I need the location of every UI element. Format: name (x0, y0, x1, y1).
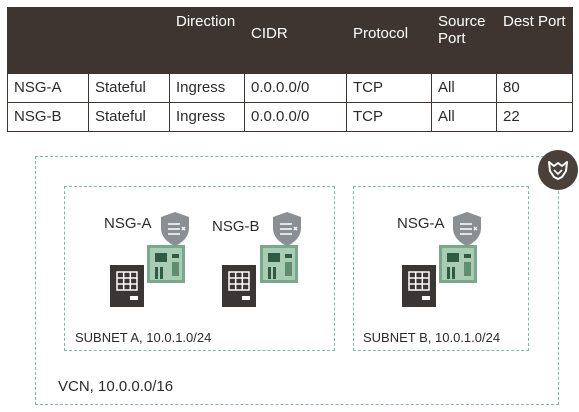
server-icon (402, 265, 436, 307)
network-card-icon (147, 245, 185, 283)
table-row: NSG-A Stateful Ingress 0.0.0.0/0 TCP All… (7, 73, 573, 103)
header-cell (7, 7, 89, 74)
nsg-a-label: NSG-A (104, 215, 152, 232)
table-cell: Ingress (169, 73, 245, 103)
table-cell: Stateful (88, 102, 170, 132)
subnet-b-label: SUBNET B, 10.0.1.0/24 (363, 330, 501, 345)
header-source-port: Source Port (431, 7, 497, 74)
fox-badge-icon (538, 150, 578, 190)
shield-icon (161, 212, 189, 246)
nsg-b-label: NSG-B (212, 218, 260, 235)
security-rules-table: Direction CIDR Protocol Source Port Dest… (7, 7, 573, 132)
vcn-label: VCN, 10.0.0.0/16 (58, 378, 174, 395)
table-cell: NSG-A (7, 73, 89, 103)
header-protocol-text: Protocol (353, 25, 409, 42)
table-cell: 0.0.0.0/0 (244, 73, 347, 103)
vcn-boundary (35, 156, 559, 405)
header-dest-port-text: Dest Port (503, 13, 566, 30)
header-cidr: CIDR (244, 7, 347, 74)
table-cell: TCP (346, 102, 432, 132)
table-cell: Ingress (169, 102, 245, 132)
server-icon (110, 265, 144, 307)
table-cell: All (431, 73, 497, 103)
table-cell: 22 (496, 102, 573, 132)
subnet-a-label: SUBNET A, 10.0.1.0/24 (75, 330, 212, 345)
table-header-row: Direction CIDR Protocol Source Port Dest… (7, 7, 573, 74)
table-cell: All (431, 102, 497, 132)
table-cell: TCP (346, 73, 432, 103)
header-cidr-text: CIDR (251, 25, 288, 42)
table-cell: NSG-B (7, 102, 89, 132)
shield-icon (273, 212, 301, 246)
table-cell: Stateful (88, 73, 170, 103)
nsg-a-label: NSG-A (397, 215, 445, 232)
network-card-icon (439, 245, 477, 283)
header-protocol: Protocol (346, 7, 432, 74)
header-dest-port: Dest Port (496, 7, 573, 74)
table-cell: 80 (496, 73, 573, 103)
subnet-a-boundary (64, 186, 335, 351)
header-source-port-text: Source Port (438, 13, 486, 47)
header-cell (88, 7, 170, 74)
server-icon (222, 265, 256, 307)
table-cell: 0.0.0.0/0 (244, 102, 347, 132)
table-row: NSG-B Stateful Ingress 0.0.0.0/0 TCP All… (7, 102, 573, 132)
shield-icon (453, 212, 481, 246)
header-direction-text: Direction (176, 13, 236, 30)
header-direction: Direction (169, 7, 245, 74)
subnet-b-boundary (353, 186, 529, 351)
network-card-icon (260, 245, 298, 283)
